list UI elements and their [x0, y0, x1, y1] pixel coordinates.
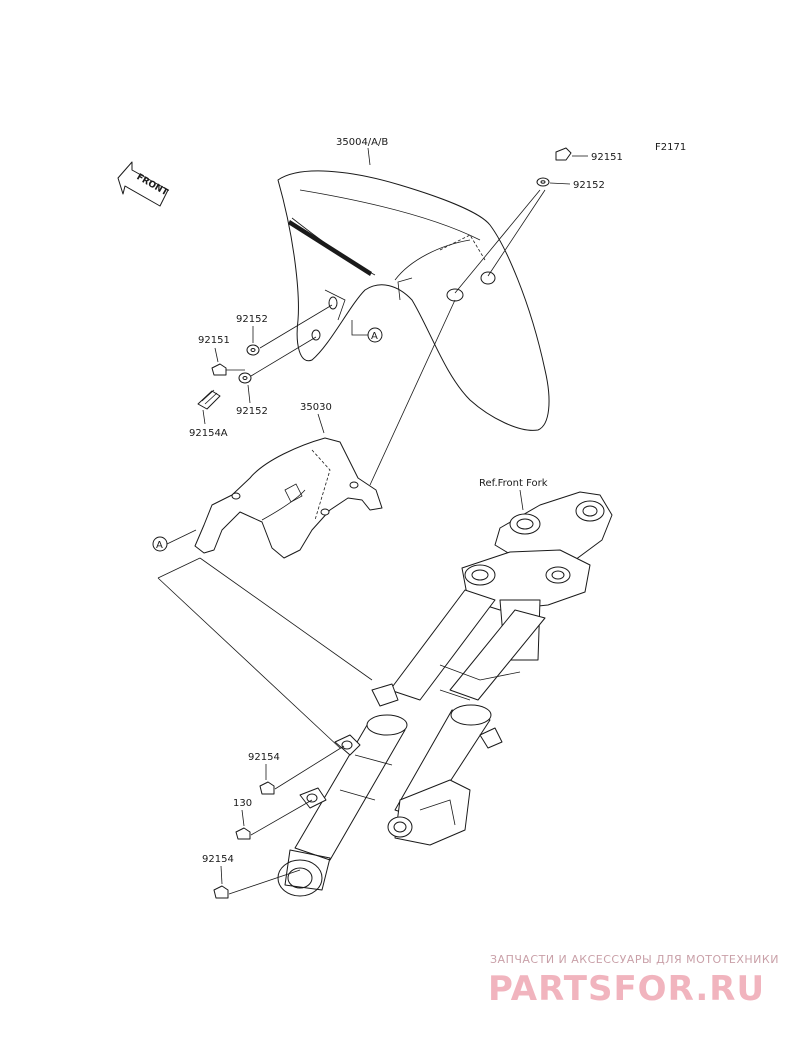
front-arrow-icon: FRONT — [117, 161, 170, 207]
bolt-fork-lower-icon — [213, 885, 229, 899]
washer-left-upper-icon — [246, 344, 260, 356]
watermark-logo-text: PARTSFOR.RU — [488, 969, 765, 1009]
front-fork-assembly — [277, 491, 613, 897]
svg-text:A: A — [156, 540, 163, 551]
ref-a-circle-upper: A — [367, 327, 383, 343]
stud-bolt-icon — [197, 389, 221, 410]
label-bolt-130: 130 — [233, 798, 252, 809]
diagram-code: F2171 — [655, 142, 686, 153]
label-bracket: 35030 — [300, 402, 332, 413]
label-stud-bolt: 92154A — [189, 428, 228, 439]
label-washer-left-lower: 92152 — [236, 406, 268, 417]
label-bolt-fork-upper: 92154 — [248, 752, 280, 763]
bolt-left-icon — [211, 363, 245, 376]
label-bolt-left: 92151 — [198, 335, 230, 346]
label-fender: 35004/A/B — [336, 137, 388, 148]
bolt-top-icon — [555, 147, 572, 161]
bolt-130-icon — [235, 827, 251, 840]
label-bolt-top: 92151 — [591, 152, 623, 163]
label-ref-fork: Ref.Front Fork — [479, 478, 548, 489]
washer-left-lower-icon — [238, 372, 252, 384]
svg-text:A: A — [371, 331, 378, 342]
label-bolt-fork-lower: 92154 — [202, 854, 234, 865]
washer-top-icon — [536, 177, 550, 187]
fender-bracket — [194, 437, 383, 559]
front-fender — [277, 170, 550, 431]
bolt-fork-upper-icon — [259, 781, 275, 795]
label-washer-top: 92152 — [573, 180, 605, 191]
watermark-subtitle: ЗАПЧАСТИ И АКСЕССУАРЫ ДЛЯ МОТОТЕХНИКИ — [490, 953, 779, 966]
label-washer-left-upper: 92152 — [236, 314, 268, 325]
ref-a-circle-lower: A — [152, 536, 168, 552]
